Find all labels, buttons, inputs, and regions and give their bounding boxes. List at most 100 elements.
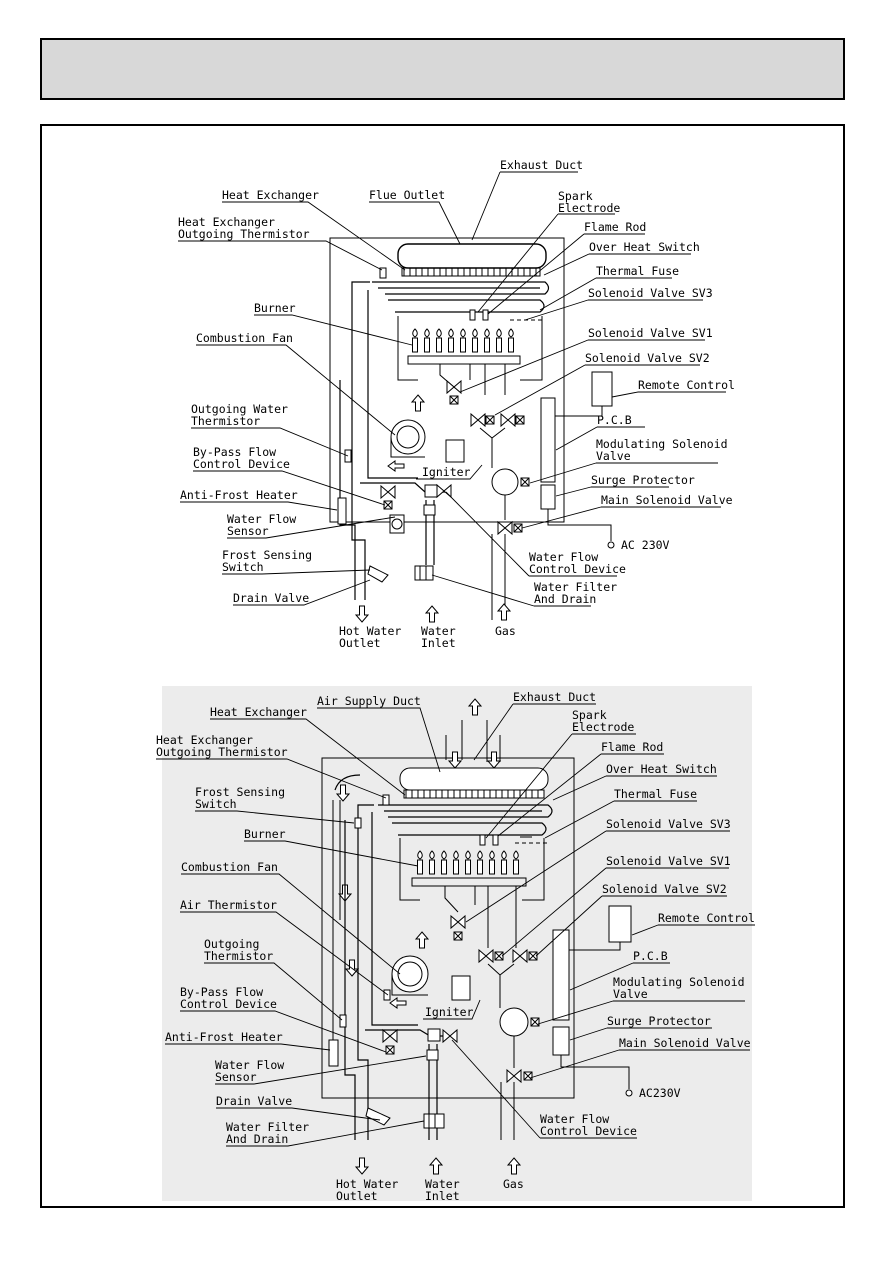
label2-hx-thermistor-1: Heat Exchanger	[156, 733, 253, 747]
label2-flame-rod: Flame Rod	[601, 740, 663, 754]
label2-air-supply-duct: Air Supply Duct	[317, 694, 421, 708]
label-frost-switch-1: Frost Sensing	[222, 548, 312, 562]
pcb-board-2	[552, 929, 570, 1021]
label2-outgoing-2: Thermistor	[204, 949, 273, 963]
label2-exhaust-duct: Exhaust Duct	[513, 690, 596, 704]
label2-water-flow-cd-1: Water Flow	[540, 1112, 609, 1126]
label2-water-flow-cd-2: Control Device	[540, 1124, 637, 1138]
label-bypass-1: By-Pass Flow	[193, 445, 276, 459]
label2-bypass-2: Control Device	[180, 997, 277, 1011]
label-flame-rod: Flame Rod	[584, 220, 646, 234]
label2-frost-switch-1: Frost Sensing	[195, 785, 285, 799]
surge-protector-box-2	[552, 1026, 570, 1056]
diagram-1: Exhaust Duct Heat Exchanger Flue Outlet …	[178, 158, 735, 650]
label-anti-frost: Anti-Frost Heater	[180, 488, 298, 502]
label2-spark: Spark	[572, 708, 607, 722]
label2-combustion-fan: Combustion Fan	[181, 860, 278, 874]
label-hot-water-1: Hot Water	[339, 624, 401, 638]
label-water-flow-cd-1: Water Flow	[529, 550, 598, 564]
label-remote-control: Remote Control	[638, 378, 735, 392]
label-flue-outlet: Flue Outlet	[369, 188, 445, 202]
label-combustion-fan: Combustion Fan	[196, 331, 293, 345]
label-water-flow-sensor-1: Water Flow	[227, 512, 296, 526]
combustion-fan-shape-2	[391, 955, 429, 993]
label2-ac-230v: AC230V	[639, 1086, 681, 1100]
anti-frost-heater-shape-2	[328, 1039, 339, 1067]
label2-hot-water-2: Outlet	[336, 1189, 378, 1203]
igniter-box-2	[451, 975, 471, 1001]
surge-protector-box	[540, 484, 556, 510]
label2-frost-switch-2: Switch	[195, 797, 237, 811]
label2-water-flow-sensor-1: Water Flow	[215, 1058, 284, 1072]
label-solenoid-sv2: Solenoid Valve SV2	[585, 351, 710, 365]
label2-water-filter-1: Water Filter	[226, 1120, 309, 1134]
label2-main-solenoid: Main Solenoid Valve	[619, 1036, 751, 1050]
label-drain-valve: Drain Valve	[233, 591, 309, 605]
label-exhaust-duct: Exhaust Duct	[500, 158, 583, 172]
label-modulating-2: Valve	[596, 449, 631, 463]
label2-bypass-1: By-Pass Flow	[180, 985, 263, 999]
label-over-heat-switch: Over Heat Switch	[589, 240, 700, 254]
label-main-solenoid: Main Solenoid Valve	[601, 493, 733, 507]
label2-heat-exchanger: Heat Exchanger	[210, 705, 307, 719]
label-thermal-fuse: Thermal Fuse	[596, 264, 679, 278]
label2-hx-thermistor-2: Outgoing Thermistor	[156, 745, 288, 759]
remote-control-box-2	[608, 905, 632, 943]
combustion-fan-shape	[390, 419, 426, 455]
label2-pcb: P.C.B	[633, 949, 668, 963]
label-hx-thermistor-1: Heat Exchanger	[178, 215, 275, 229]
label-gas: Gas	[495, 624, 516, 638]
label2-water-flow-sensor-2: Sensor	[215, 1070, 257, 1084]
cabinet-outline-2	[321, 757, 575, 1099]
label2-solenoid-sv1: Solenoid Valve SV1	[606, 854, 731, 868]
igniter-box	[445, 439, 465, 463]
label2-modulating-2: Valve	[613, 987, 648, 1001]
label-water-inlet-1: Water	[421, 624, 456, 638]
label-bypass-2: Control Device	[193, 457, 290, 471]
label-heat-exchanger: Heat Exchanger	[222, 188, 319, 202]
label-electrode: Electrode	[558, 201, 620, 215]
label-water-flow-sensor-2: Sensor	[227, 524, 269, 538]
label-water-inlet-2: Inlet	[421, 636, 456, 650]
pcb-board	[540, 397, 556, 483]
label2-air-thermistor: Air Thermistor	[180, 898, 277, 912]
label-hot-water-2: Outlet	[339, 636, 381, 650]
label2-burner: Burner	[244, 827, 286, 841]
diagram-frame	[40, 124, 845, 1208]
label2-surge-protector: Surge Protector	[607, 1014, 711, 1028]
label2-anti-frost: Anti-Frost Heater	[165, 1030, 283, 1044]
label-burner: Burner	[254, 301, 296, 315]
label-ac-230v: AC 230V	[621, 538, 670, 552]
label-water-filter-1: Water Filter	[534, 580, 617, 594]
label-water-filter-2: And Drain	[534, 592, 596, 606]
label-outgoing-water-1: Outgoing Water	[191, 402, 288, 416]
label-water-flow-cd-2: Control Device	[529, 562, 626, 576]
label-solenoid-sv3: Solenoid Valve SV3	[588, 286, 713, 300]
label2-solenoid-sv3: Solenoid Valve SV3	[606, 817, 731, 831]
label-frost-switch-2: Switch	[222, 560, 264, 574]
label2-gas: Gas	[503, 1177, 524, 1191]
label2-over-heat-switch: Over Heat Switch	[606, 762, 717, 776]
label2-solenoid-sv2: Solenoid Valve SV2	[602, 882, 727, 896]
label-igniter: Igniter	[422, 465, 471, 479]
label2-igniter: Igniter	[425, 1005, 474, 1019]
anti-frost-heater-shape	[337, 497, 347, 525]
label-surge-protector: Surge Protector	[591, 473, 695, 487]
label2-outgoing-1: Outgoing	[204, 937, 259, 951]
remote-control-box	[591, 371, 613, 407]
header-banner	[40, 38, 845, 100]
label-solenoid-sv1: Solenoid Valve SV1	[588, 326, 713, 340]
label-hx-thermistor-2: Outgoing Thermistor	[178, 227, 310, 241]
label-outgoing-water-2: Thermistor	[191, 414, 260, 428]
label2-electrode: Electrode	[572, 720, 634, 734]
label-modulating-1: Modulating Solenoid	[596, 437, 728, 451]
label2-water-filter-2: And Drain	[226, 1132, 288, 1146]
label2-water-inlet-2: Inlet	[425, 1189, 460, 1203]
label2-remote-control: Remote Control	[658, 911, 755, 925]
label2-thermal-fuse: Thermal Fuse	[614, 787, 697, 801]
label-spark: Spark	[558, 189, 593, 203]
label2-drain-valve: Drain Valve	[216, 1094, 292, 1108]
label2-hot-water-1: Hot Water	[336, 1177, 398, 1191]
label2-water-inlet-1: Water	[425, 1177, 460, 1191]
